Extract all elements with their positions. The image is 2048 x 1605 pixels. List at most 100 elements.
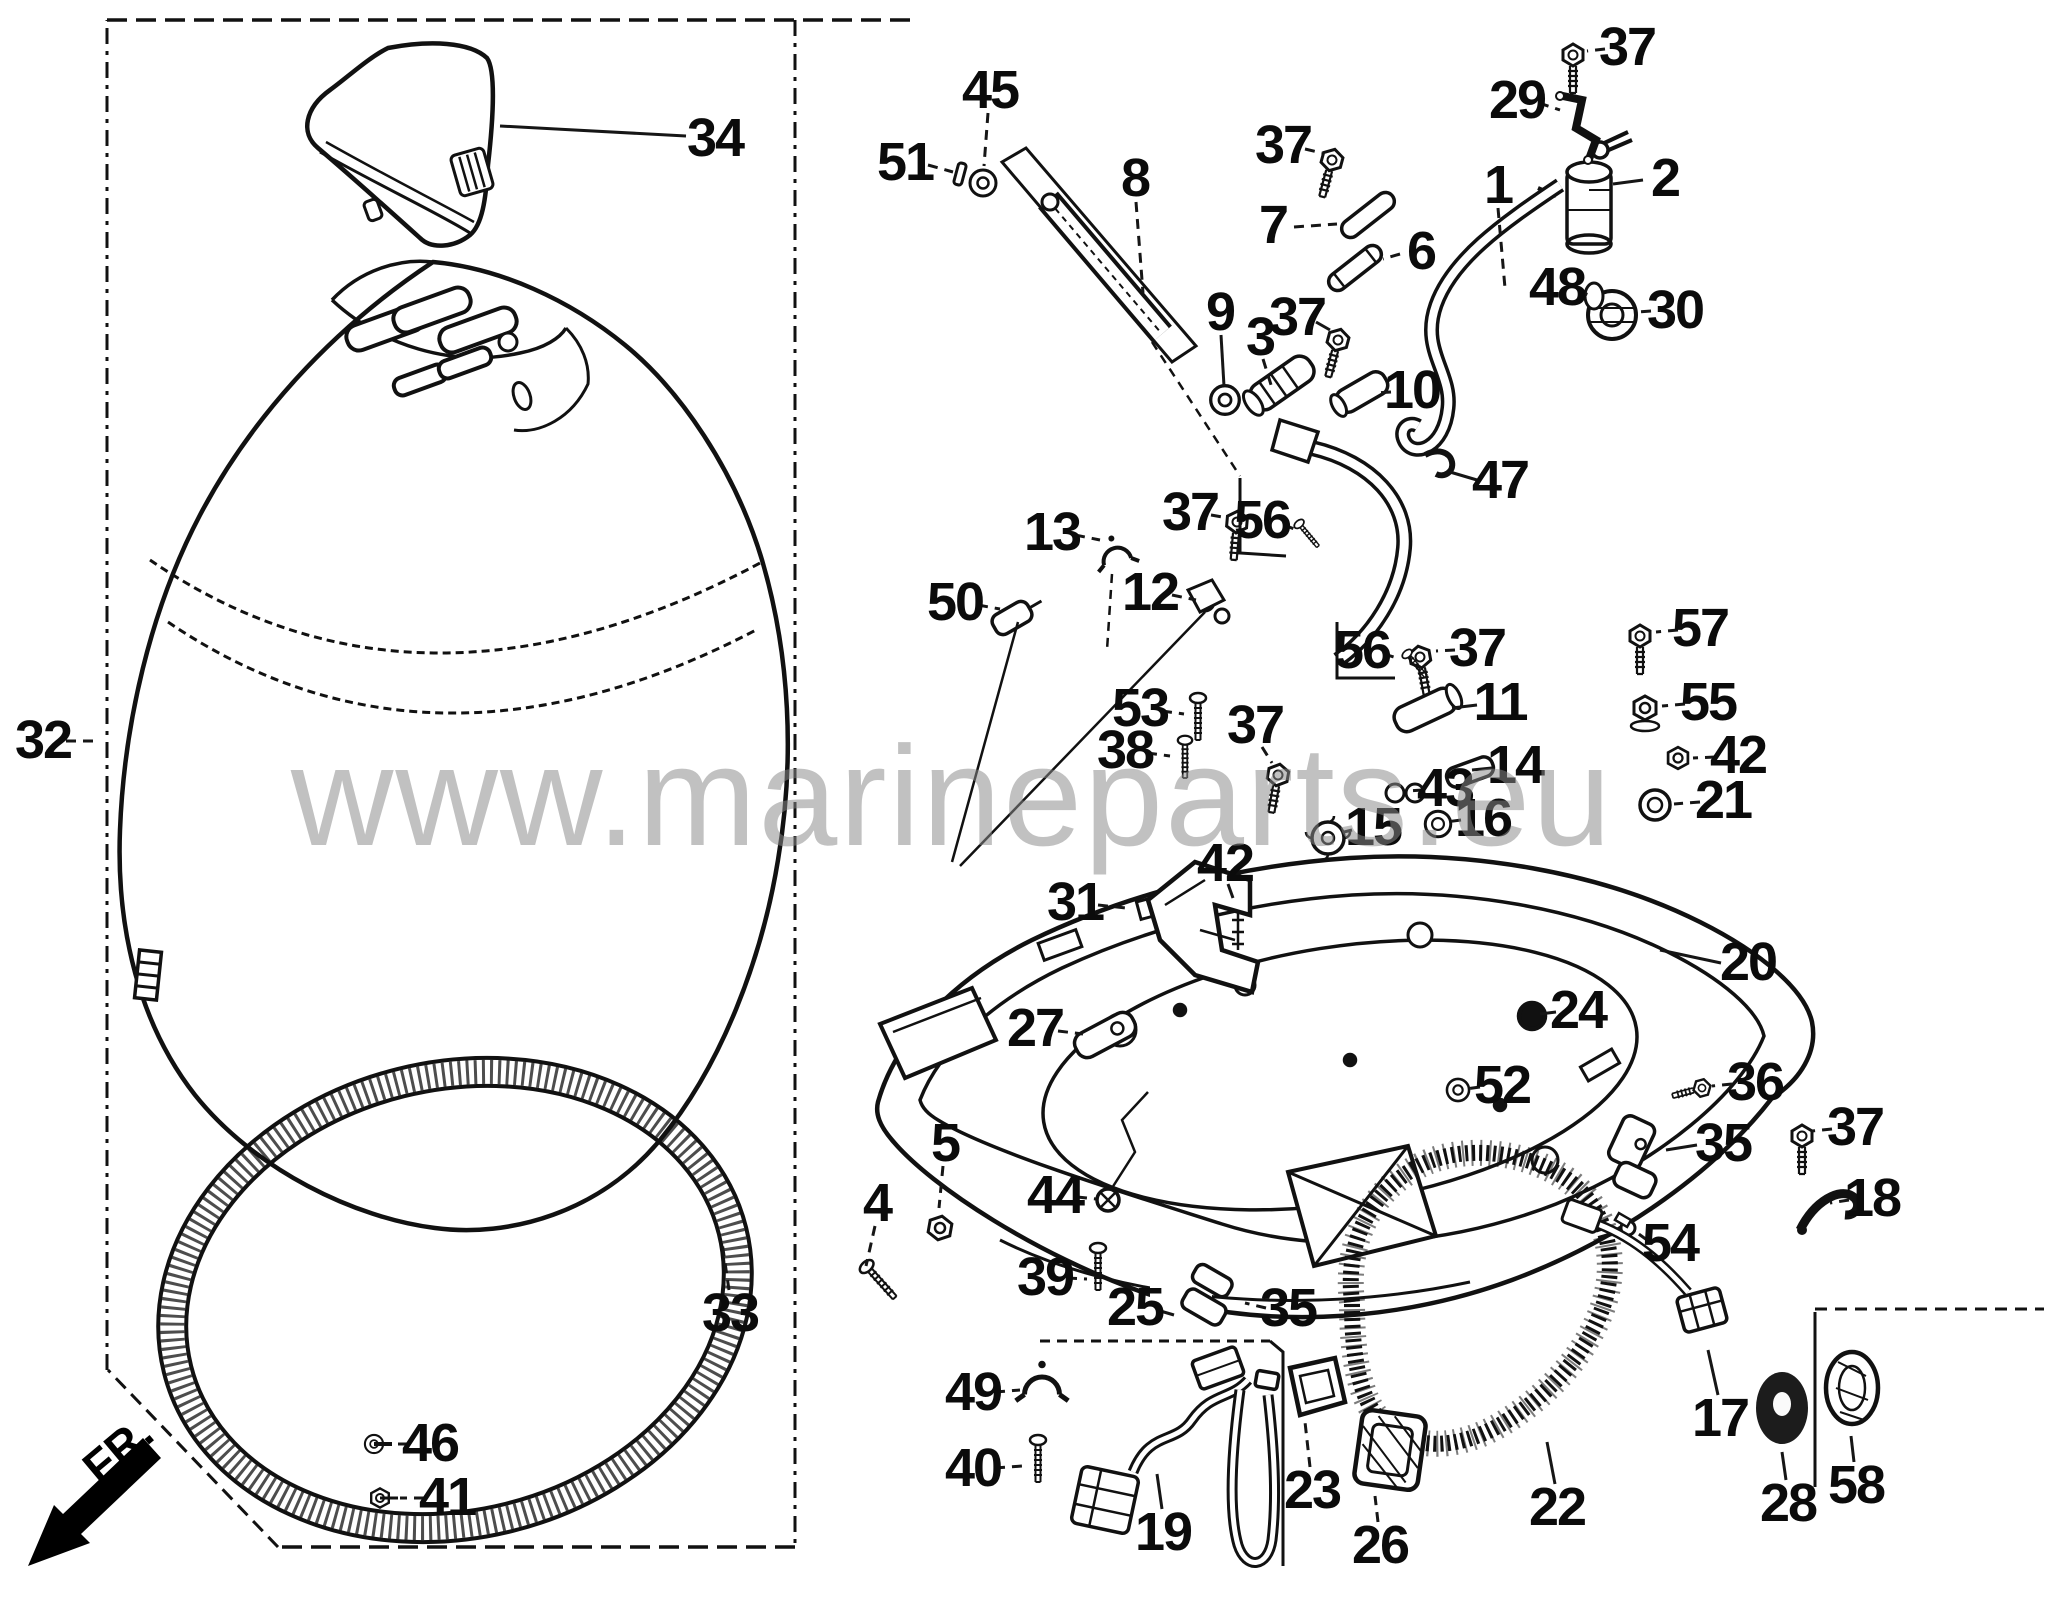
- leader-line-19: [1155, 1473, 1164, 1510]
- leader-line-22: [1545, 1441, 1557, 1485]
- leader-line-28: [1780, 1451, 1788, 1481]
- latch-35a: [1606, 1114, 1658, 1200]
- leader-line-17: [1706, 1349, 1720, 1396]
- bracket-23: [1287, 1355, 1348, 1418]
- part-label-4: 4: [863, 1173, 893, 1233]
- leader-line-52: [1465, 1085, 1481, 1091]
- part-label-27: 27: [1007, 998, 1063, 1058]
- part-label-47: 47: [1472, 450, 1528, 510]
- part-label-18: 18: [1844, 1168, 1901, 1228]
- part-label-45: 45: [962, 60, 1019, 120]
- part-label-16: 16: [1455, 788, 1512, 848]
- part-label-35: 35: [1260, 1278, 1317, 1338]
- sensor-50: [990, 599, 1043, 637]
- leader-line-27: [1057, 1029, 1084, 1036]
- fuel-tube-1: [1395, 178, 1565, 457]
- part-label-56: 56: [1334, 620, 1391, 680]
- part-label-57: 57: [1672, 598, 1728, 658]
- wire-harness-19: [1069, 1345, 1281, 1568]
- watermark-text: www.marineparts.eu: [290, 717, 1613, 876]
- part-label-7: 7: [1259, 195, 1287, 255]
- part-label-5: 5: [931, 1113, 960, 1173]
- leader-line-23: [1303, 1421, 1312, 1468]
- leader-line-11: [1451, 703, 1478, 710]
- part-label-11: 11: [1473, 672, 1527, 732]
- leader-line-5: [937, 1165, 945, 1209]
- part-label-20: 20: [1720, 932, 1776, 992]
- bushing-3: [1241, 354, 1316, 417]
- leader-line-6: [1382, 252, 1401, 261]
- part-label-9: 9: [1206, 282, 1235, 342]
- part-label-22: 22: [1529, 1477, 1585, 1537]
- bolt-44: [1095, 1091, 1149, 1213]
- leader-line-26: [1373, 1495, 1380, 1523]
- part-label-43: 43: [1417, 758, 1474, 818]
- latch-35b: [1180, 1262, 1234, 1327]
- rubber-7: [1339, 190, 1397, 240]
- leader-line-3: [1261, 358, 1274, 389]
- leader-line-49: [994, 1388, 1021, 1394]
- part-label-32: 32: [15, 710, 71, 770]
- part-label-37: 37: [1227, 695, 1283, 755]
- leader-line-30: [1636, 309, 1652, 314]
- leader-line-34: [499, 124, 687, 138]
- vent-ribs: [344, 285, 519, 398]
- part-label-49: 49: [945, 1362, 1002, 1422]
- leader-line-7: [1293, 222, 1338, 229]
- part-label-24: 24: [1550, 980, 1608, 1040]
- leader-line-43: [1407, 788, 1424, 793]
- leader-line-37: [1210, 513, 1229, 520]
- part-label-56: 56: [1234, 490, 1291, 550]
- leader-line-56: [1383, 652, 1401, 661]
- fr-label: FR.: [73, 1406, 163, 1493]
- part-label-8: 8: [1121, 148, 1150, 208]
- leader-lines-layer: [66, 47, 1856, 1523]
- part-label-37: 37: [1827, 1097, 1883, 1157]
- part-label-36: 36: [1727, 1052, 1784, 1112]
- part-label-10: 10: [1384, 360, 1440, 420]
- leader-line-33: [720, 1241, 731, 1291]
- leader-line-37: [1315, 320, 1331, 332]
- joint-43: [1384, 782, 1426, 804]
- part-label-50: 50: [927, 572, 983, 632]
- leader-line-15: [1339, 828, 1353, 835]
- leader-line-37: [1811, 1127, 1833, 1133]
- part-label-29: 29: [1489, 70, 1546, 130]
- part-label-23: 23: [1284, 1460, 1341, 1520]
- part-label-31: 31: [1047, 872, 1104, 932]
- part-label-34: 34: [687, 108, 745, 168]
- leader-line-1: [1496, 207, 1507, 289]
- part-label-1: 1: [1484, 155, 1513, 215]
- part-label-19: 19: [1135, 1502, 1192, 1562]
- part-label-37: 37: [1255, 115, 1311, 175]
- hook-18: [1795, 1189, 1863, 1235]
- leader-line-42: [1226, 883, 1235, 899]
- part-label-54: 54: [1642, 1213, 1700, 1273]
- leader-line-20: [1659, 948, 1722, 965]
- rubber-10: [1329, 370, 1390, 418]
- leader-line-35: [1244, 1301, 1267, 1310]
- part-label-2: 2: [1651, 148, 1679, 208]
- rubber-6: [1326, 243, 1384, 293]
- muffler-11: [1392, 682, 1464, 734]
- part-label-42: 42: [1710, 725, 1766, 785]
- leader-line-12: [1171, 593, 1197, 602]
- part-label-37: 37: [1269, 287, 1325, 347]
- part-label-25: 25: [1107, 1277, 1164, 1337]
- top-vent-cover-34: [305, 41, 496, 248]
- leader-line-18: [1829, 1198, 1850, 1205]
- breather-pipe-assembly: [1185, 417, 1413, 667]
- part-label-51: 51: [877, 132, 934, 192]
- leader-line-51: [927, 163, 954, 174]
- part-label-6: 6: [1407, 221, 1436, 281]
- part-label-14: 14: [1487, 735, 1545, 795]
- leader-line-45: [982, 112, 990, 167]
- part-label-48: 48: [1529, 257, 1586, 317]
- leader-line-58: [1849, 1435, 1856, 1463]
- part-label-3: 3: [1246, 307, 1275, 367]
- leader-line-9: [1219, 334, 1226, 387]
- grommet-58: [1823, 1349, 1881, 1427]
- part-label-37: 37: [1449, 618, 1505, 678]
